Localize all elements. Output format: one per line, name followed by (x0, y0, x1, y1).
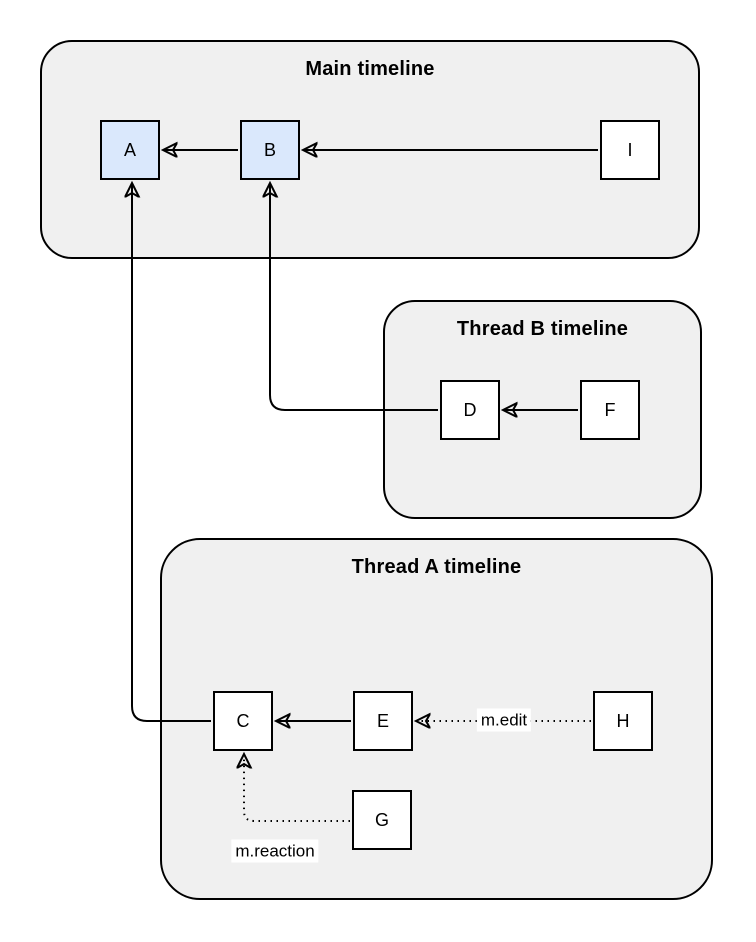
event-node-b-label: B (263, 139, 276, 160)
event-node-h-label: H (616, 710, 630, 731)
event-node-a: A (100, 120, 160, 180)
event-node-g-label: G (374, 809, 389, 830)
event-node-d: D (440, 380, 500, 440)
event-node-f-label: F (604, 399, 616, 420)
event-node-h: H (593, 691, 653, 751)
event-node-i: I (600, 120, 660, 180)
edge-label-m-reaction: m.reaction (231, 839, 319, 863)
thread-b-timeline-container: Thread B timeline (383, 300, 702, 519)
thread-a-timeline-title: Thread A timeline (351, 556, 522, 578)
event-node-a-label: A (123, 139, 136, 160)
event-node-i-label: I (627, 139, 633, 160)
event-node-b: B (240, 120, 300, 180)
event-node-c-label: C (236, 710, 250, 731)
thread-b-timeline-title: Thread B timeline (456, 318, 629, 340)
event-node-e: E (353, 691, 413, 751)
event-node-e-label: E (376, 710, 389, 731)
main-timeline-title: Main timeline (305, 58, 435, 80)
event-node-d-label: D (463, 399, 477, 420)
edge-label-m-edit: m.edit (476, 708, 532, 732)
event-node-g: G (352, 790, 412, 850)
event-node-c: C (213, 691, 273, 751)
event-node-f: F (580, 380, 640, 440)
